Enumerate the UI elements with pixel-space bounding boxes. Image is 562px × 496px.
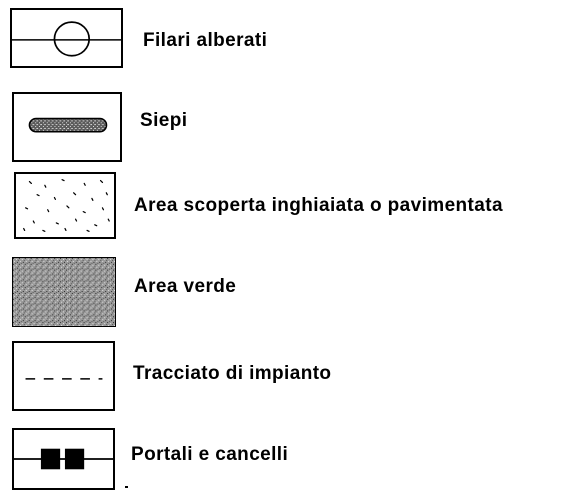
legend-label: Siepi — [140, 110, 188, 131]
tree-row-icon — [10, 8, 123, 68]
scan-speck — [125, 486, 128, 488]
legend-label: Filari alberati — [143, 30, 268, 51]
green-area-icon — [12, 257, 116, 327]
legend-item-area-scoperta: Area scoperta inghiaiata o pavimentata — [0, 0, 562, 239]
legend-item-area-verde: Area verde — [0, 0, 562, 327]
legend-label: Area scoperta inghiaiata o pavimentata — [134, 195, 503, 216]
gravel-area-icon — [14, 172, 116, 239]
legend-item-filari: Filari alberati — [0, 0, 562, 70]
legend-label: Area verde — [134, 276, 237, 297]
hedge-icon — [12, 92, 122, 162]
legend-label: Portali e cancelli — [131, 444, 289, 465]
legend-item-tracciato: Tracciato di impianto — [0, 0, 562, 411]
dashed-line-icon — [12, 341, 115, 411]
legend-item-siepi: Siepi — [0, 0, 562, 162]
gate-icon — [12, 428, 115, 490]
legend-label: Tracciato di impianto — [133, 363, 332, 384]
